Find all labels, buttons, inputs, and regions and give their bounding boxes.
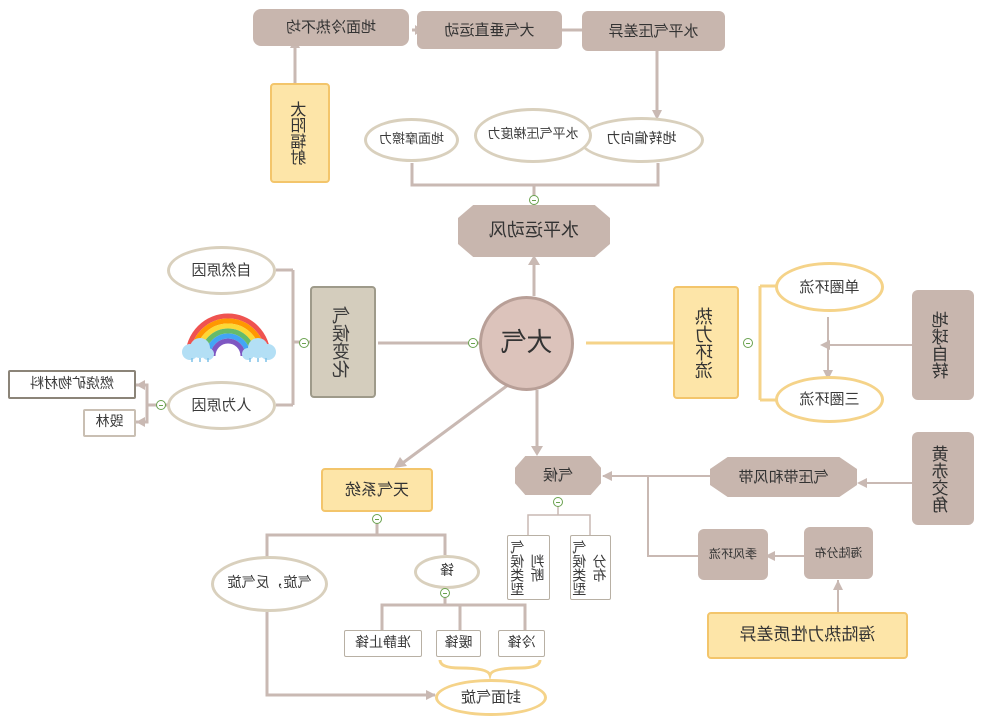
collapse-icon[interactable] bbox=[468, 338, 478, 348]
collapse-icon[interactable] bbox=[156, 400, 166, 410]
node-deforestation[interactable]: 毁林 bbox=[83, 409, 136, 437]
node-pressure-belts[interactable]: 气压带和风带 bbox=[710, 457, 857, 497]
node-obliquity[interactable]: 黄赤交角 bbox=[912, 432, 974, 525]
collapse-icon[interactable] bbox=[372, 514, 382, 524]
node-monsoon[interactable]: 季风环流 bbox=[698, 529, 768, 580]
collapse-icon[interactable] bbox=[440, 588, 450, 598]
node-cold-front[interactable]: 冷锋 bbox=[498, 630, 545, 657]
node-natural-cause[interactable]: 自然原因 bbox=[167, 246, 276, 295]
node-earth-rotation[interactable]: 地球自转 bbox=[912, 290, 974, 400]
node-climate-type-judgment[interactable]: 气候类型判断 bbox=[507, 535, 550, 600]
node-front[interactable]: 锋 bbox=[414, 555, 480, 589]
node-heat-circulation[interactable]: 热力环流 bbox=[673, 286, 739, 399]
node-coriolis-force[interactable]: 地转偏向力 bbox=[579, 117, 704, 163]
node-weather-system[interactable]: 天气系统 bbox=[321, 468, 433, 512]
node-atmosphere-center[interactable]: 大气 bbox=[479, 296, 574, 391]
node-climate-change[interactable]: 气候变化 bbox=[310, 286, 376, 398]
rainbow-icon bbox=[182, 313, 276, 362]
node-friction-force[interactable]: 地面摩擦力 bbox=[364, 118, 459, 162]
node-solar-radiation[interactable]: 太阳辐射 bbox=[270, 83, 330, 183]
node-stationary-front[interactable]: 准静止锋 bbox=[344, 630, 422, 657]
collapse-icon[interactable] bbox=[299, 338, 309, 348]
node-occluded-cyclone[interactable]: 封面气旋 bbox=[435, 679, 547, 716]
node-thermal-difference[interactable]: 海陆热力性质差异 bbox=[707, 612, 908, 659]
node-warm-front[interactable]: 暖锋 bbox=[436, 630, 481, 657]
node-fossil-fuel[interactable]: 燃烧矿物材料 bbox=[8, 370, 136, 399]
node-climate[interactable]: 气候 bbox=[515, 456, 601, 495]
node-single-cell[interactable]: 单圈环流 bbox=[775, 262, 884, 312]
node-horizontal-wind[interactable]: 水平运动风 bbox=[458, 205, 610, 257]
node-surface-heating[interactable]: 地面冷热不均 bbox=[253, 9, 409, 46]
node-pressure-diff[interactable]: 水平气压差异 bbox=[582, 11, 725, 51]
collapse-icon[interactable] bbox=[553, 497, 563, 507]
node-climate-type-distribution[interactable]: 气候类型分布 bbox=[570, 535, 611, 600]
cloud-icon bbox=[182, 338, 276, 360]
collapse-icon[interactable] bbox=[743, 338, 753, 348]
collapse-icon[interactable] bbox=[529, 195, 539, 205]
node-land-sea-distribution[interactable]: 海陆分布 bbox=[804, 527, 873, 579]
node-pressure-gradient-force[interactable]: 水平气压梯度力 bbox=[474, 108, 592, 163]
node-vertical-motion[interactable]: 大气垂直运动 bbox=[417, 11, 562, 49]
node-three-cell[interactable]: 三圈环流 bbox=[775, 376, 884, 423]
node-human-cause[interactable]: 人为原因 bbox=[167, 381, 276, 430]
node-cyclone-anticyclone[interactable]: 气旋，反气旋 bbox=[211, 556, 328, 612]
